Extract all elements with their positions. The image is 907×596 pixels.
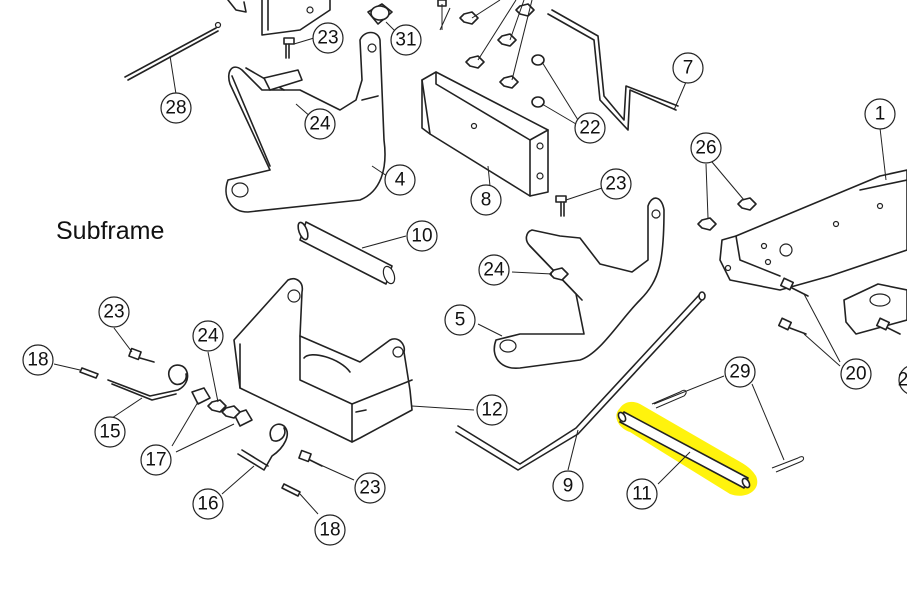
svg-text:12: 12 (481, 400, 502, 421)
part-26-nuts (697, 197, 757, 231)
callouts: 28 23 31 24 4 22 7 8 23 1 26 10 24 5 23 … (22, 22, 907, 546)
svg-text:24: 24 (309, 114, 331, 135)
callout-16: 16 (192, 488, 224, 520)
svg-text:26: 26 (695, 138, 716, 159)
svg-text:8: 8 (481, 190, 492, 211)
callout-9: 9 (552, 470, 584, 502)
callout-29: 29 (724, 356, 756, 388)
svg-text:23: 23 (317, 28, 338, 49)
callout-23: 23 (312, 22, 344, 54)
callout-10: 10 (406, 220, 438, 252)
svg-text:23: 23 (359, 478, 380, 499)
part-31-sleeve (367, 3, 393, 25)
callout-31: 31 (390, 24, 422, 56)
top-bracket (227, 0, 331, 36)
part-8-channel (421, 71, 549, 197)
callout-28: 28 (160, 92, 192, 124)
callout-18: 18 (314, 514, 346, 546)
part-12-cradle (233, 277, 413, 443)
svg-text:17: 17 (145, 450, 166, 471)
callout-11: 11 (626, 478, 658, 510)
part-10-tube (297, 221, 396, 285)
part-1-frame (719, 169, 907, 291)
callout-5: 5 (444, 304, 476, 336)
callout-26: 26 (690, 132, 722, 164)
svg-text:29: 29 (729, 362, 750, 383)
part-23-bolt-top (283, 37, 295, 59)
svg-text:2: 2 (898, 370, 907, 391)
callout-24: 24 (478, 254, 510, 286)
callout-15: 15 (94, 416, 126, 448)
callout-2: 2 (898, 366, 907, 394)
svg-text:4: 4 (395, 170, 406, 191)
callout-7: 7 (672, 52, 704, 84)
diagram-title: Subframe (56, 217, 164, 245)
part-11-pin (617, 411, 751, 489)
callout-1: 1 (864, 98, 896, 130)
callout-23: 23 (600, 168, 632, 200)
svg-text:10: 10 (411, 226, 432, 247)
part-16-spring (237, 423, 288, 471)
svg-text:15: 15 (99, 422, 120, 443)
svg-text:1: 1 (875, 104, 886, 125)
callout-24: 24 (304, 108, 336, 140)
part-9-rod (455, 291, 706, 471)
svg-text:23: 23 (103, 302, 124, 323)
part-24-nuts-c (207, 399, 241, 419)
callout-24: 24 (192, 320, 224, 352)
part-2-bracket (843, 283, 907, 335)
svg-text:31: 31 (395, 30, 416, 51)
part-5-bracket (493, 197, 665, 369)
svg-text:18: 18 (27, 350, 48, 371)
svg-text:16: 16 (197, 494, 218, 515)
svg-text:20: 20 (845, 364, 866, 385)
svg-text:22: 22 (579, 118, 600, 139)
callout-4: 4 (384, 164, 416, 196)
callout-20: 20 (840, 358, 872, 390)
callout-8: 8 (470, 184, 502, 216)
part-28-rod (124, 21, 222, 81)
svg-text:24: 24 (197, 326, 219, 347)
svg-text:24: 24 (483, 260, 505, 281)
svg-text:28: 28 (165, 98, 186, 119)
part-20-bolts (777, 277, 809, 335)
part-18-pin-b (281, 483, 301, 497)
part-7-bent-rod (547, 9, 679, 131)
callout-17: 17 (140, 444, 172, 476)
callout-23: 23 (354, 472, 386, 504)
svg-text:5: 5 (455, 310, 466, 331)
svg-text:7: 7 (683, 58, 694, 79)
callout-22: 22 (574, 112, 606, 144)
svg-text:18: 18 (319, 520, 340, 541)
part-23-bolt-mid (555, 195, 567, 217)
part-15-spring (107, 364, 189, 401)
leader-lines (53, 0, 887, 515)
svg-text:9: 9 (563, 476, 574, 497)
callout-12: 12 (476, 394, 508, 426)
callout-18: 18 (22, 344, 54, 376)
part-23-bolt-left (128, 347, 155, 363)
svg-text:11: 11 (632, 484, 652, 505)
nuts-cluster (437, 0, 545, 108)
callout-23: 23 (98, 296, 130, 328)
part-18-pin-a (79, 367, 99, 379)
svg-text:23: 23 (605, 174, 626, 195)
